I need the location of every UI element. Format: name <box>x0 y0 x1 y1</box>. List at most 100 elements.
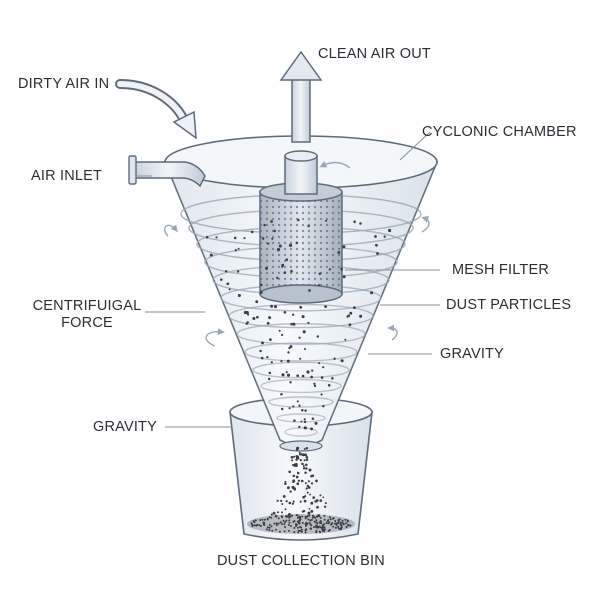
dust-dot <box>304 426 307 430</box>
dust-dot <box>320 522 323 525</box>
dust-dot <box>327 383 331 387</box>
dust-dot <box>205 235 209 239</box>
dust-dot <box>383 235 386 238</box>
dust-dot <box>303 420 307 424</box>
dust-dot <box>268 526 271 529</box>
swirl-arrow <box>205 328 225 347</box>
dust-dot <box>321 526 324 529</box>
dust-dot <box>268 516 271 519</box>
dust-dot <box>359 314 363 318</box>
dust-dot <box>288 243 293 247</box>
dust-dot <box>284 480 287 483</box>
dust-dot <box>286 486 290 490</box>
dust-dot <box>303 459 306 462</box>
dust-dot <box>252 520 255 523</box>
swirl-loop <box>228 303 374 329</box>
dust-dot <box>340 267 343 271</box>
dust-dot <box>349 311 353 315</box>
dust-dot <box>304 495 307 498</box>
dust-dot <box>284 526 286 529</box>
dust-dot <box>295 475 299 479</box>
dust-dot <box>285 500 288 503</box>
dust-dot <box>337 519 340 522</box>
dust-dot <box>304 453 308 457</box>
dust-dot <box>289 381 292 384</box>
dust-dot <box>301 374 305 378</box>
dust-dot <box>319 526 322 529</box>
dust-dot <box>254 519 257 522</box>
dust-dot <box>273 229 276 233</box>
air-inlet-pipe <box>128 155 206 188</box>
dust-dot <box>292 520 295 523</box>
dust-dot <box>298 404 301 407</box>
dust-dot <box>288 407 291 410</box>
centrifugal-force-line1: CENTRIFUIGAL <box>32 298 142 314</box>
dust-dot <box>295 241 299 245</box>
dust-dot <box>323 505 327 508</box>
dust-dot <box>323 528 326 531</box>
dust-dot <box>281 523 283 525</box>
dust-dot <box>304 471 307 475</box>
dust-dot <box>289 490 292 493</box>
dust-dot <box>318 530 321 533</box>
dust-dot <box>309 523 312 526</box>
dust-dot <box>298 425 301 429</box>
dust-dot <box>293 455 296 458</box>
dust-dot <box>290 269 293 273</box>
dust-dot <box>340 526 343 529</box>
dust-dot <box>308 514 311 517</box>
dust-dot <box>313 520 316 523</box>
dust-dot <box>346 519 349 522</box>
dust-dot <box>323 526 326 529</box>
dust-dot <box>288 470 292 474</box>
dust-dot <box>299 529 302 532</box>
dust-dot <box>286 373 291 377</box>
dust-dot <box>282 519 285 522</box>
dust-dot <box>284 482 287 485</box>
dust-dot <box>284 521 287 524</box>
dust-dot <box>266 321 270 325</box>
dust-dot <box>342 275 346 279</box>
dust-dot <box>305 458 309 462</box>
dust-dot <box>324 502 327 505</box>
dust-dot <box>287 524 290 526</box>
dust-dot <box>310 475 313 478</box>
dust-dot <box>304 524 307 527</box>
dust-dot <box>228 288 231 291</box>
dust-dot <box>319 520 322 523</box>
dust-dot <box>324 305 327 308</box>
dust-dot <box>342 245 346 249</box>
dust-dot <box>289 345 293 349</box>
dust-dot <box>327 529 330 532</box>
dust-dot <box>323 530 326 533</box>
dust-dot <box>280 359 283 363</box>
swirl-loop <box>244 342 358 362</box>
dust-dot <box>215 236 218 239</box>
dust-dot <box>328 521 331 524</box>
dust-dot <box>317 284 320 287</box>
dust-dot <box>328 268 331 271</box>
dust-dot <box>315 479 318 483</box>
dust-dot <box>287 529 290 532</box>
swirl-loop <box>252 361 350 379</box>
dust-dot <box>320 376 324 379</box>
dust-dot <box>295 456 299 460</box>
dust-dot <box>319 499 323 502</box>
dust-dot <box>327 519 330 522</box>
dust-dot <box>306 484 310 488</box>
dust-dot <box>321 524 324 527</box>
dust-dot <box>292 481 295 484</box>
dust-dot <box>337 250 341 254</box>
dust-dot <box>337 522 340 525</box>
dust-dot <box>349 524 352 527</box>
dust-dot <box>291 486 294 489</box>
dirty-air-in-arrow <box>115 79 197 140</box>
dust-dot <box>313 382 316 385</box>
swirl-arrow <box>387 324 398 341</box>
dust-dot <box>315 519 318 522</box>
dust-dot <box>318 525 321 528</box>
dust-dot <box>307 511 311 515</box>
swirl-loop <box>260 378 342 394</box>
dust-dot <box>288 521 291 524</box>
